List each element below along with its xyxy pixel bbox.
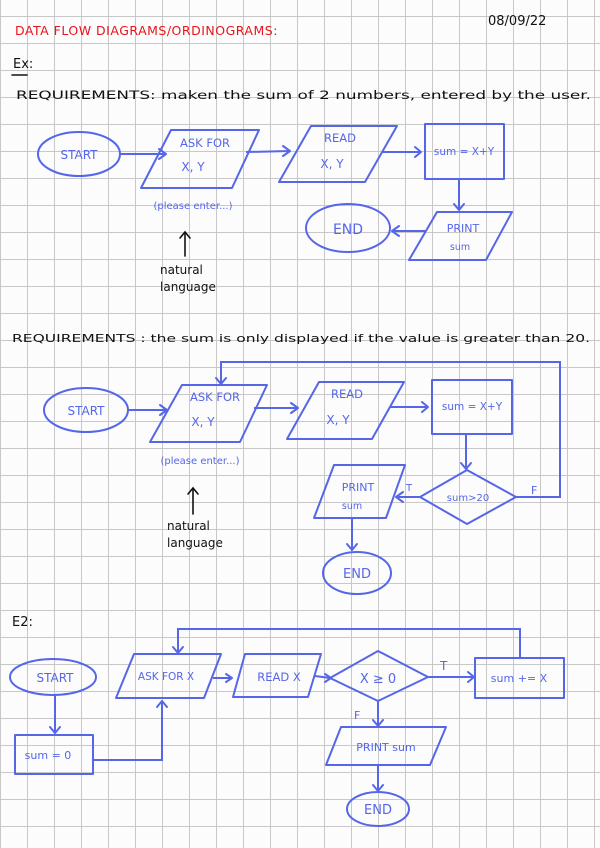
arrowhead bbox=[391, 225, 400, 237]
arrow-read-decision bbox=[314, 675, 331, 679]
end-label: END bbox=[333, 222, 363, 238]
ask-label-1: ASK FOR bbox=[190, 390, 240, 404]
print-label-2: sum bbox=[450, 242, 470, 253]
end-label: END bbox=[364, 803, 392, 818]
decision-label: sum>20 bbox=[447, 493, 489, 504]
loop-false-arrow bbox=[220, 361, 561, 498]
end-node bbox=[346, 791, 410, 827]
false-label: F bbox=[531, 484, 537, 497]
requirements-1: REQUIREMENTS: maken the sum of 2 numbers… bbox=[16, 89, 591, 102]
decision-label: X ≥ 0 bbox=[360, 672, 396, 687]
arrowhead bbox=[282, 145, 291, 157]
arrowhead bbox=[290, 402, 299, 414]
print-label: PRINT sum bbox=[356, 741, 415, 754]
annotation-line-2: language bbox=[160, 280, 216, 294]
output-print-node bbox=[408, 211, 513, 261]
end-node bbox=[305, 203, 391, 253]
print-label-1: PRINT bbox=[447, 222, 480, 235]
annotation-line-1: natural bbox=[167, 519, 210, 533]
start-label: START bbox=[36, 671, 74, 685]
arrowhead bbox=[215, 377, 227, 385]
print-label-2: sum bbox=[342, 501, 362, 512]
arrowhead bbox=[453, 203, 465, 211]
output-print-node bbox=[313, 464, 406, 519]
loop-arrow bbox=[177, 628, 521, 658]
process-node bbox=[424, 123, 505, 180]
diagram-3: E2: START sum = 0 ASK FOR X READ X X ≥ 0… bbox=[9, 615, 565, 827]
ask-note: (please enter...) bbox=[160, 456, 239, 467]
arrowhead bbox=[179, 230, 191, 239]
start-label: START bbox=[60, 148, 98, 162]
input-ask-node bbox=[115, 653, 222, 699]
read-label-2: X, Y bbox=[320, 157, 344, 171]
diagram-2: REQUIREMENTS : the sum is only displayed… bbox=[12, 332, 590, 595]
print-label-1: PRINT bbox=[342, 481, 375, 494]
true-label: T bbox=[405, 483, 413, 494]
arrowhead bbox=[460, 462, 472, 470]
start-label: START bbox=[67, 404, 105, 418]
end-label: END bbox=[343, 567, 371, 582]
arrowhead bbox=[421, 401, 429, 413]
page-title: DATA FLOW DIAGRAMS/ORDINOGRAMS: bbox=[15, 23, 278, 38]
ask-label-1: ASK FOR bbox=[180, 136, 230, 150]
ask-label: ASK FOR X bbox=[138, 671, 194, 683]
annotation-line-2: language bbox=[167, 536, 223, 550]
annotation-line-1: natural bbox=[160, 263, 203, 277]
arrowhead bbox=[156, 700, 168, 708]
ask-label-2: X, Y bbox=[191, 415, 215, 429]
ask-note: (please enter...) bbox=[153, 201, 232, 212]
output-print-node bbox=[325, 726, 447, 766]
diagram-1: REQUIREMENTS: maken the sum of 2 numbers… bbox=[16, 89, 591, 294]
arrowhead bbox=[187, 486, 199, 495]
input-ask-node bbox=[140, 129, 260, 189]
process-label: sum = X+Y bbox=[434, 146, 495, 158]
requirements-2: REQUIREMENTS : the sum is only displayed… bbox=[12, 332, 590, 345]
example-2-label: E2: bbox=[12, 615, 33, 630]
read-label-1: READ bbox=[324, 131, 356, 145]
read-label: READ X bbox=[257, 670, 301, 684]
end-node bbox=[322, 551, 392, 595]
start-node bbox=[9, 658, 97, 696]
input-read-node bbox=[286, 381, 405, 440]
example-label: Ex: bbox=[13, 57, 33, 72]
input-ask-node bbox=[149, 384, 268, 443]
input-read-node bbox=[278, 125, 398, 183]
input-read-node bbox=[232, 653, 322, 698]
process-label: sum += X bbox=[491, 672, 548, 685]
arrowhead bbox=[172, 646, 184, 654]
arrowhead bbox=[49, 726, 61, 734]
date: 08/09/22 bbox=[488, 14, 546, 29]
init-label: sum = 0 bbox=[25, 749, 72, 762]
decision-node bbox=[419, 469, 517, 525]
read-label-2: X, Y bbox=[326, 413, 350, 427]
arrow-init-ask bbox=[93, 701, 163, 761]
read-label-1: READ bbox=[331, 387, 363, 401]
true-label: T bbox=[439, 659, 448, 673]
init-node bbox=[14, 734, 94, 775]
arrowhead bbox=[414, 146, 422, 158]
arrowhead bbox=[395, 491, 404, 503]
arrowhead bbox=[346, 543, 358, 551]
arrow-ask-read bbox=[245, 150, 291, 153]
process-label: sum = X+Y bbox=[442, 401, 503, 413]
ask-label-2: X, Y bbox=[181, 160, 205, 174]
process-node bbox=[431, 379, 513, 435]
arrowhead bbox=[225, 673, 233, 683]
false-label: F bbox=[354, 709, 360, 722]
